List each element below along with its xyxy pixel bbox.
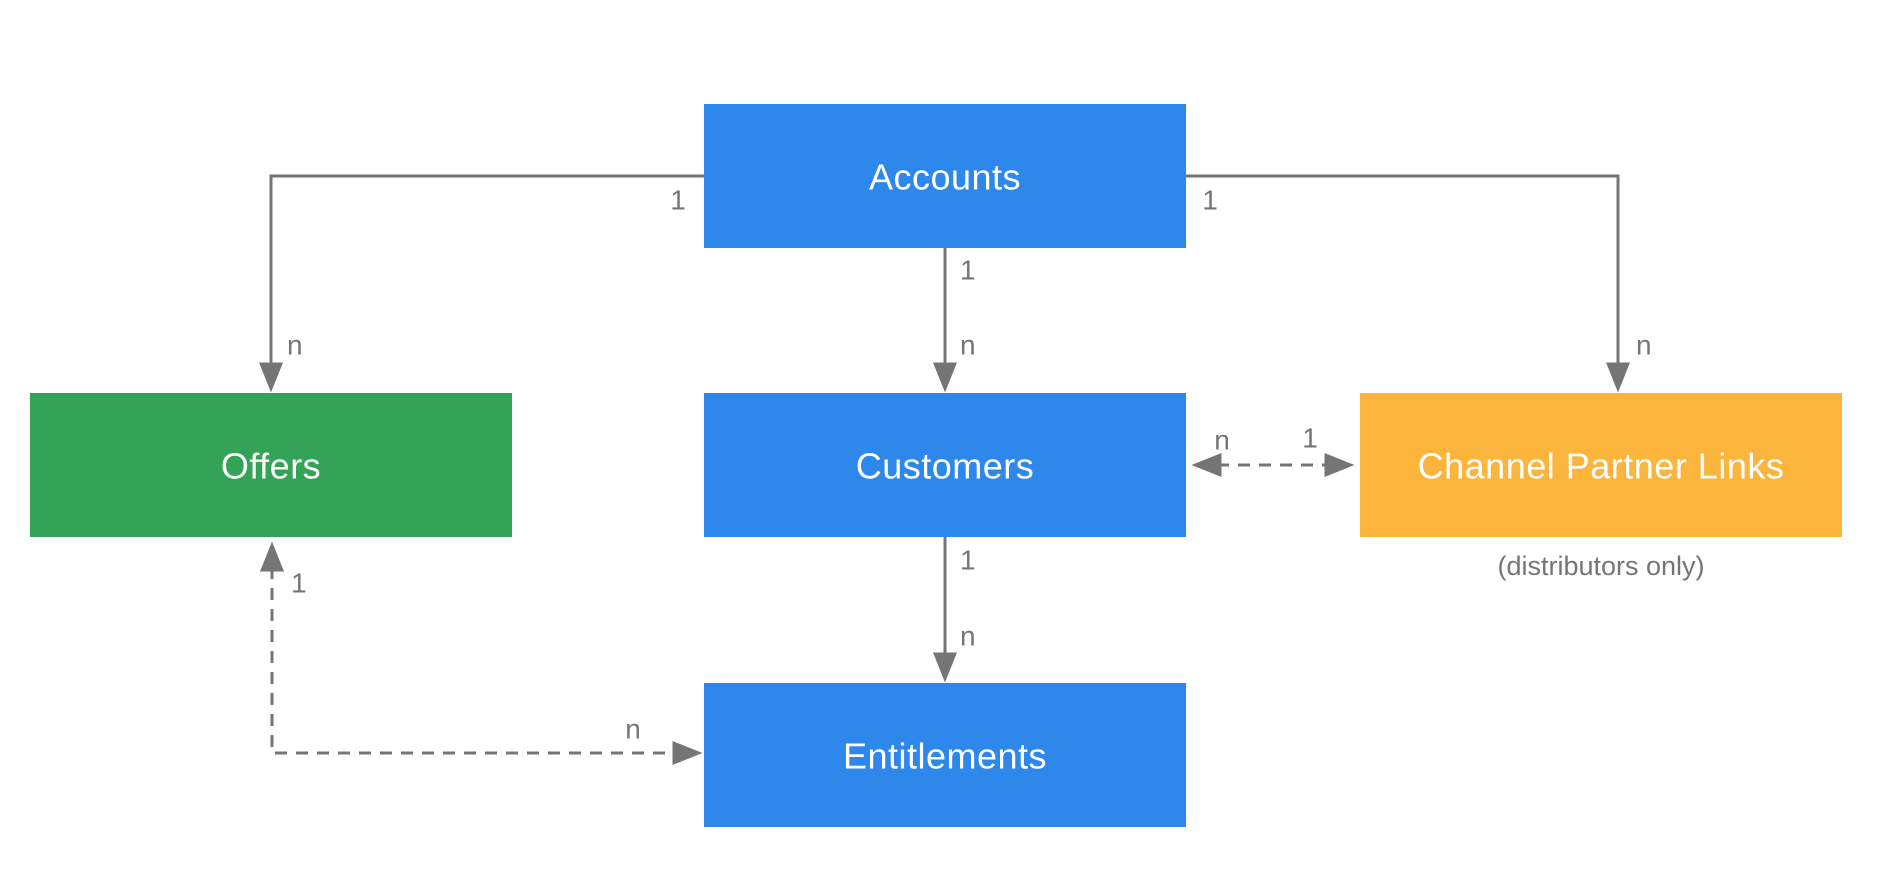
node-entitlements-box [704,683,1186,827]
edge-offers-entitlements: 1 n [260,541,703,765]
node-customers-label: Customers [856,446,1035,487]
edge-offers-entitlements-line [260,541,703,765]
edge-accounts-channel-partner-links-line [1186,174,1630,393]
edge-accounts-customers-label-n: n [960,330,976,361]
edge-customers-entitlements: 1 n [933,537,976,683]
node-accounts-label: Accounts [869,157,1021,198]
node-entitlements-label: Entitlements [843,736,1047,777]
edge-accounts-channel-partner-links-label-n: n [1636,330,1652,361]
edge-accounts-channel-partner-links-label-1: 1 [1202,185,1218,216]
node-accounts: Accounts [704,104,1186,248]
node-entitlements: Entitlements [704,683,1186,827]
edge-accounts-channel-partner-links: 1 n [1186,174,1652,393]
edge-customers-channel-partner-links-label-1: 1 [1302,423,1318,454]
edge-customers-channel-partner-links-label-n: n [1214,425,1230,456]
node-channel-partner-links-box [1360,393,1842,537]
edge-offers-entitlements-label-n: n [625,714,641,745]
edge-offers-entitlements-label-1: 1 [291,568,307,599]
node-channel-partner-links: Channel Partner Links (distributors only… [1360,393,1842,581]
edge-accounts-offers-label-1: 1 [670,185,686,216]
node-offers: Offers [30,393,512,537]
edge-accounts-customers-label-1: 1 [960,255,976,286]
edge-accounts-offers-line [259,174,704,393]
node-offers-box [30,393,512,537]
node-channel-partner-links-label: Channel Partner Links [1418,446,1785,487]
node-offers-label: Offers [221,446,321,487]
edge-accounts-offers-label-n: n [287,330,303,361]
node-channel-partner-links-caption: (distributors only) [1497,551,1704,581]
node-customers-box [704,393,1186,537]
node-customers: Customers [704,393,1186,537]
edge-accounts-offers: 1 n [259,174,704,393]
node-accounts-box [704,104,1186,248]
edge-customers-entitlements-label-1: 1 [960,545,976,576]
edge-accounts-customers: 1 n [933,248,976,393]
edge-customers-entitlements-label-n: n [960,621,976,652]
edge-customers-channel-partner-links: n 1 [1191,423,1355,477]
